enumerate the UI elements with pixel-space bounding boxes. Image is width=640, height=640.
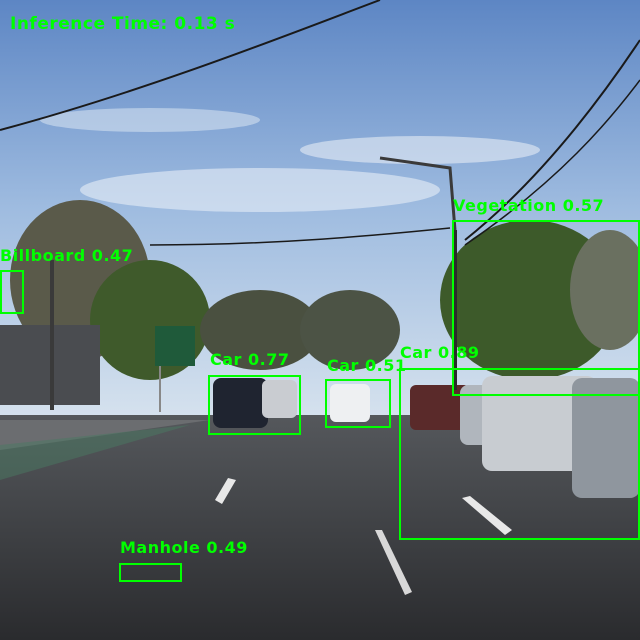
car-3-label: Car 0.89 [400, 343, 480, 362]
car-2-box [325, 379, 391, 428]
car-2-label: Car 0.51 [327, 356, 407, 375]
vegetation-box [452, 220, 640, 396]
car-1-box [208, 375, 301, 435]
car-3-box [399, 368, 640, 540]
billboard-label: Billboard 0.47 [0, 246, 134, 265]
inference-time-label: Inference Time: 0.13 s [10, 14, 236, 34]
vegetation-label: Vegetation 0.57 [453, 196, 605, 215]
car-1-label: Car 0.77 [210, 350, 290, 369]
manhole-box [119, 563, 182, 582]
manhole-label: Manhole 0.49 [120, 538, 248, 557]
billboard-box [0, 270, 24, 314]
